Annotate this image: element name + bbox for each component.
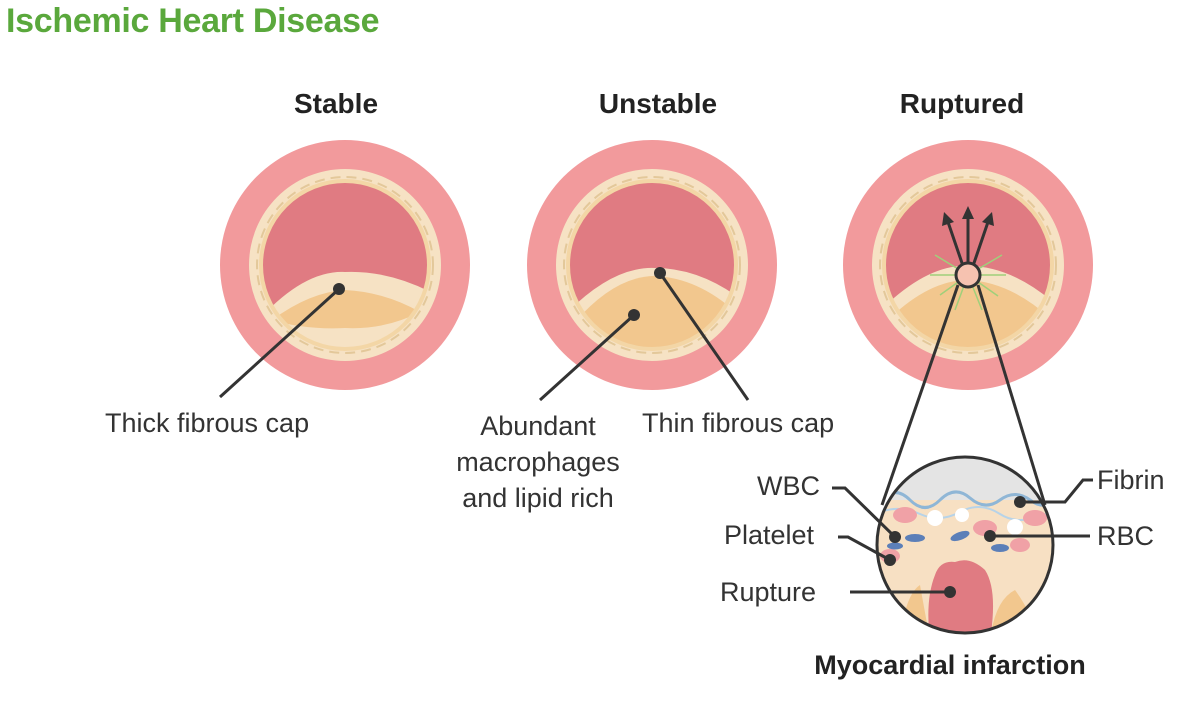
ruptured-artery <box>843 140 1093 390</box>
rupture-core <box>928 560 993 633</box>
stable-artery <box>220 140 470 390</box>
label-abundant-line-3: and lipid rich <box>462 483 614 513</box>
pointer-platelet <box>838 535 891 562</box>
stage-title-stable: Stable <box>293 88 379 119</box>
stage-title-unstable: Unstable <box>598 88 718 119</box>
pointer-lines <box>218 272 1093 594</box>
label-abundant-line-2: macrophages <box>456 447 620 477</box>
magnification-lines <box>880 284 1047 506</box>
label-fibrin: Fibrin <box>1097 465 1165 495</box>
myocardial-infarction-title: Myocardial infarction <box>814 650 1086 680</box>
pointer-thick-cap <box>218 287 341 399</box>
label-thin-fibrous-cap: Thin fibrous cap <box>642 408 835 438</box>
rupture-arrows <box>946 214 990 265</box>
pointer-abundant <box>538 313 636 402</box>
rupture-site-marker <box>954 261 982 289</box>
label-rupture: Rupture <box>720 577 817 607</box>
unstable-artery <box>527 140 777 390</box>
label-platelet: Platelet <box>724 520 815 550</box>
label-rbc: RBC <box>1097 521 1155 551</box>
label-abundant-line-1: Abundant <box>480 411 596 441</box>
pointer-dots <box>333 267 1026 598</box>
pointer-wbc <box>832 486 897 539</box>
stage-title-ruptured: Ruptured <box>899 88 1025 119</box>
pointer-thin-cap <box>658 272 750 401</box>
label-abundant-macrophages: Abundant macrophages and lipid rich <box>438 408 638 516</box>
label-thick-fibrous-cap: Thick fibrous cap <box>105 408 310 438</box>
page-title: Ischemic Heart Disease <box>6 2 380 40</box>
unstable-lipid-core <box>575 276 736 349</box>
mi-inset <box>875 455 1055 635</box>
label-wbc: WBC <box>757 471 820 501</box>
fibrin-strand <box>878 490 1053 509</box>
pointer-fibrin <box>1020 478 1093 504</box>
